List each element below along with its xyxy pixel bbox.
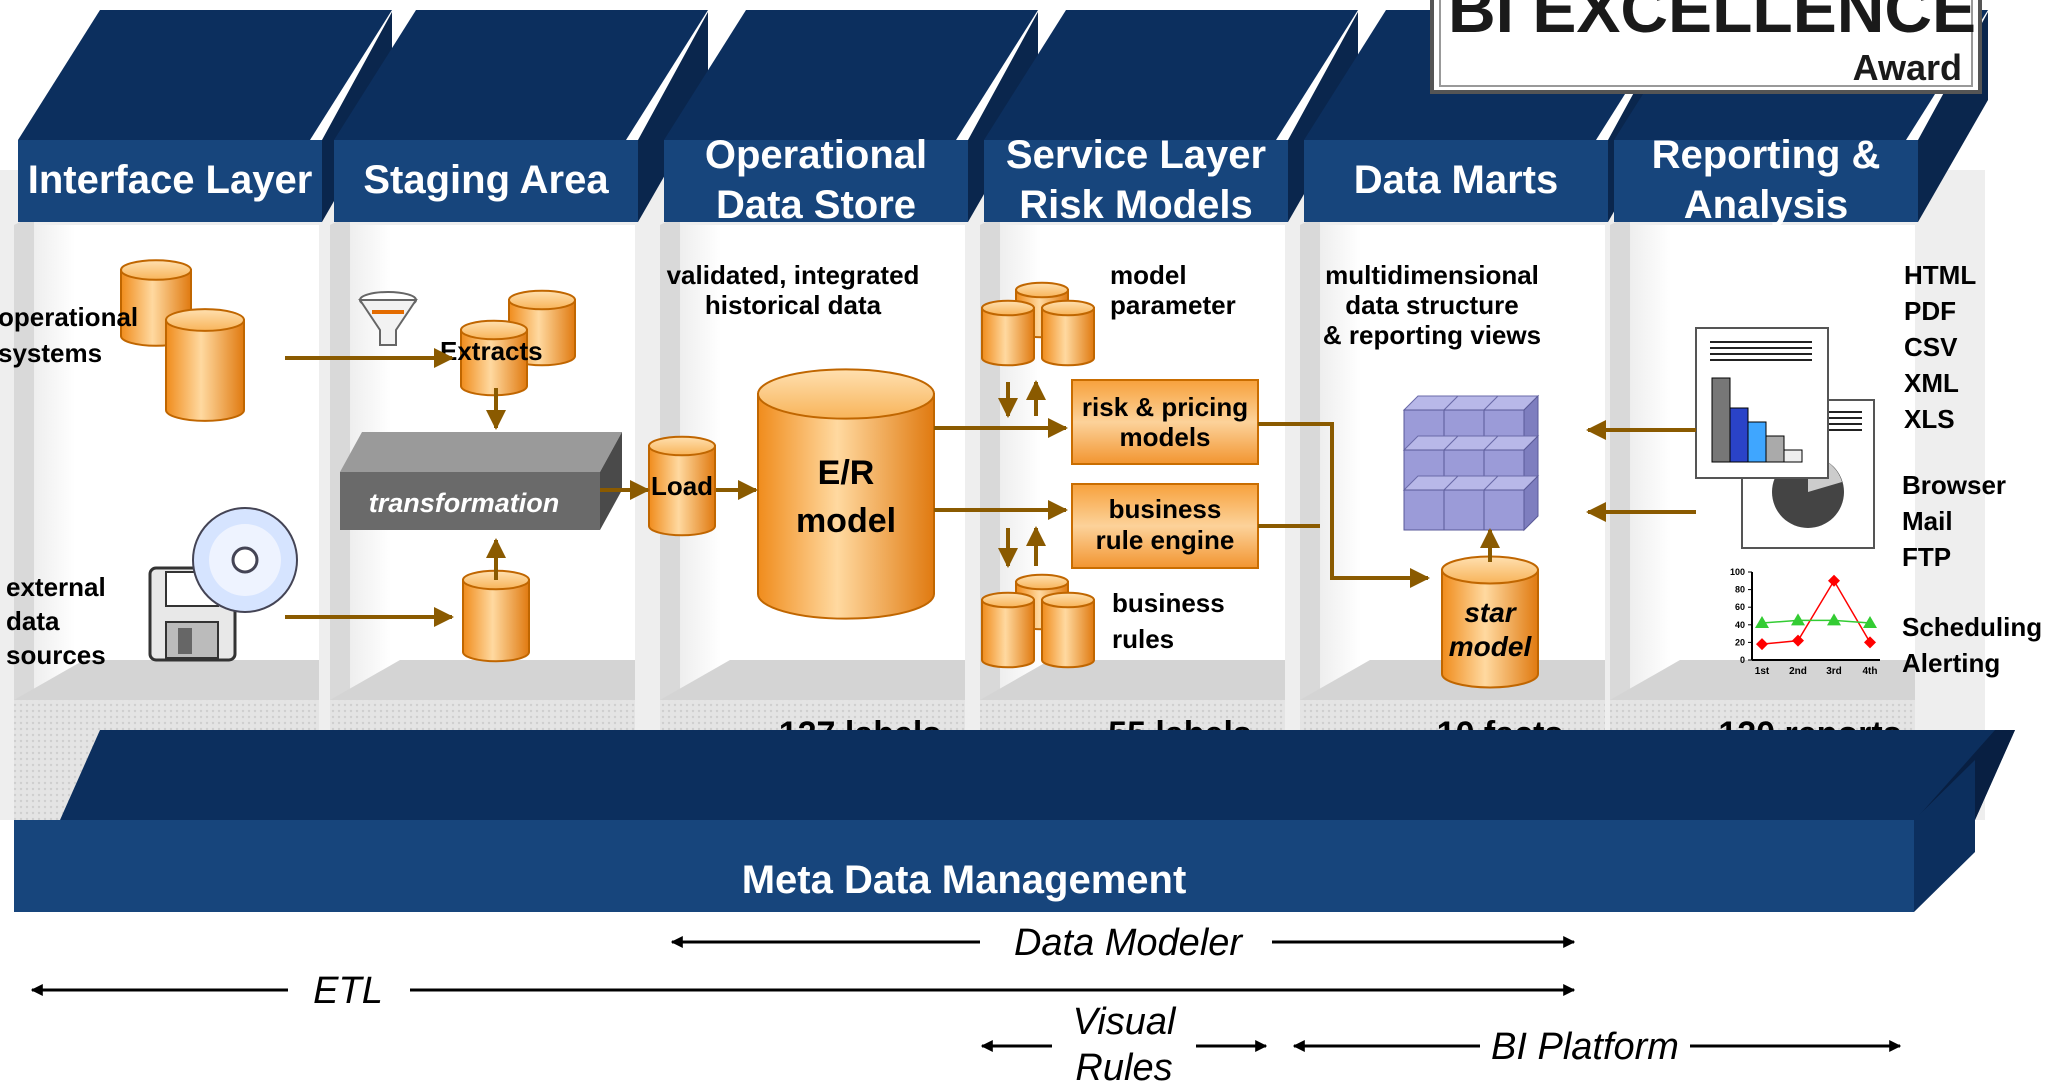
report-document-icon: [1695, 327, 1875, 549]
chart-ytick-label: 80: [1735, 585, 1745, 595]
span-arrows: [30, 936, 1902, 1052]
column-4-title-2: Risk Models: [1019, 183, 1252, 227]
business-rules-label-2: rules: [1112, 624, 1174, 654]
transformation-box: transformation: [340, 432, 622, 530]
er-model-db: [757, 368, 935, 620]
column-4-title-1: Service Layer: [1006, 133, 1266, 177]
extracts-db: [460, 289, 576, 397]
olap-cube-icon: [1402, 394, 1540, 532]
multidim-label-3: & reporting views: [1323, 320, 1541, 350]
scheduling-label: Scheduling: [1902, 612, 2042, 642]
channel-ftp: FTP: [1902, 542, 1951, 572]
validated-label-1: validated, integrated: [667, 260, 920, 290]
chart-series-line: [1761, 579, 1871, 645]
column-2-title-1: Staging Area: [363, 158, 609, 202]
chart-point: [1863, 616, 1877, 629]
column-6-title-2: Analysis: [1684, 183, 1849, 227]
business-rules-label-1: business: [1112, 588, 1225, 618]
column-3-title-1: Operational: [705, 133, 927, 177]
chart-ytick-label: 40: [1735, 620, 1745, 630]
alerting-label: Alerting: [1902, 648, 2000, 678]
chart-series-line: [1761, 619, 1871, 624]
award-logo: BI EXCELLENCE Award: [1430, 0, 1982, 94]
chart-xtick-label: 4th: [1863, 666, 1878, 677]
risk-pricing-label-1: risk & pricing: [1082, 392, 1248, 422]
multidim-label-1: multidimensional: [1325, 260, 1539, 290]
chart-point: [1864, 636, 1876, 649]
business-rule-engine-box: business rule engine: [1071, 483, 1259, 569]
chart-ytick-label: 20: [1735, 637, 1745, 647]
format-xml: XML: [1904, 368, 1959, 398]
load-db: [648, 435, 716, 537]
channel-mail: Mail: [1902, 506, 1953, 536]
award-top: BI EXCELLENCE: [1448, 0, 1976, 46]
chart-point: [1791, 613, 1805, 626]
er-model-label-1: E/R: [818, 454, 875, 492]
transformation-label: transformation: [369, 488, 560, 518]
visual-label: Visual: [1073, 1001, 1177, 1043]
load-label: Load: [651, 471, 713, 501]
meta-data-bar: Meta Data Management: [14, 730, 2015, 912]
chart-point: [1828, 574, 1840, 587]
star-model-db: [1441, 555, 1539, 689]
cd-disc-icon: [192, 507, 298, 613]
multidim-label-2: data structure: [1345, 290, 1518, 320]
chart-xtick-label: 2nd: [1789, 666, 1807, 677]
external-label-1: external: [6, 572, 106, 602]
chart-point: [1755, 616, 1769, 629]
column-1-title-1: Interface Layer: [28, 158, 313, 202]
chart-point: [1792, 634, 1804, 647]
external-label-3: sources: [6, 640, 106, 670]
bi-platform-label: BI Platform: [1491, 1026, 1679, 1068]
model-parameter-label-1: model: [1110, 260, 1187, 290]
external-label-2: data: [6, 606, 60, 636]
format-csv: CSV: [1904, 332, 1958, 362]
channel-browser: Browser: [1902, 470, 2006, 500]
column-5-title-1: Data Marts: [1354, 158, 1559, 202]
funnel-icon: [358, 291, 418, 346]
chart-xtick-label: 3rd: [1826, 666, 1842, 677]
star-model-label-2: model: [1449, 631, 1533, 662]
model-parameter-label-2: parameter: [1110, 290, 1236, 320]
chart-xtick-label: 1st: [1755, 666, 1770, 677]
formats-list: HTML PDF CSV XML XLS Browser Mail FTP Sc…: [1902, 260, 2042, 678]
operational-label-1: operational: [0, 302, 138, 332]
format-pdf: PDF: [1904, 296, 1956, 326]
business-rule-label-1: business: [1109, 494, 1222, 524]
er-model-label-2: model: [796, 502, 896, 540]
operational-label-2: systems: [0, 338, 102, 368]
etl-label: ETL: [313, 970, 383, 1012]
staging-db: [462, 569, 530, 663]
data-modeler-label: Data Modeler: [1014, 922, 1243, 964]
award-bottom: Award: [1853, 47, 1962, 88]
chart-point: [1827, 613, 1841, 626]
chart-point: [1756, 638, 1768, 651]
risk-pricing-label-2: models: [1119, 422, 1210, 452]
column-2-header: Staging Area: [334, 10, 708, 222]
column-1-header: Interface Layer: [18, 10, 392, 222]
meta-data-title: Meta Data Management: [742, 858, 1187, 902]
risk-pricing-box: risk & pricing models: [1071, 379, 1259, 465]
chart-ytick-label: 100: [1730, 567, 1745, 577]
report-line-chart: 0 20 40 60 80 100 1st 2nd 3rd 4th: [1730, 567, 1880, 677]
business-rule-label-2: rule engine: [1096, 525, 1235, 555]
flow-arrows: [285, 348, 1696, 627]
format-html: HTML: [1904, 260, 1976, 290]
format-xls: XLS: [1904, 404, 1955, 434]
column-6-title-1: Reporting &: [1652, 133, 1881, 177]
business-rules-db: [981, 573, 1095, 669]
star-model-label-1: star: [1464, 597, 1517, 628]
extracts-label: Extracts: [440, 336, 543, 366]
validated-label-2: historical data: [705, 290, 882, 320]
chart-ytick-label: 0: [1740, 655, 1745, 665]
model-parameter-db: [981, 281, 1095, 367]
operational-systems-db: [120, 259, 245, 422]
chart-ytick-label: 60: [1735, 602, 1745, 612]
rules-label: Rules: [1075, 1047, 1172, 1085]
column-3-title-2: Data Store: [716, 183, 916, 227]
